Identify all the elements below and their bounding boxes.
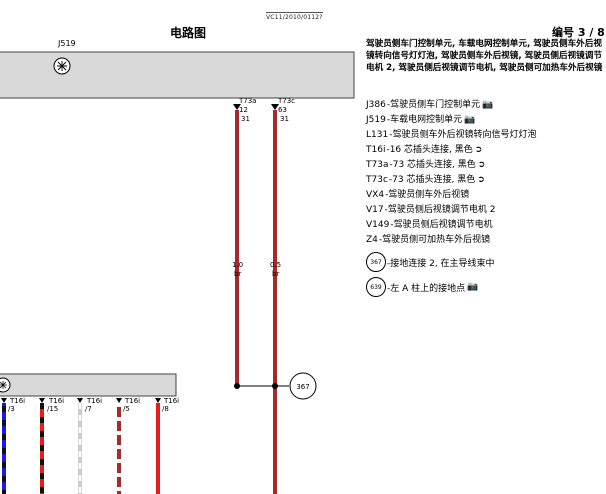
pin-connector-label: T16i	[9, 397, 25, 405]
pin-number: /5	[123, 405, 130, 413]
wire-number: 31	[280, 115, 289, 123]
legend-item: V17-驾驶员侧后视镜调节电机 2	[366, 203, 536, 218]
control-unit-symbol-icon	[57, 61, 67, 71]
connector-icon[interactable]: ➲	[474, 145, 483, 155]
camera-icon[interactable]: 📷	[467, 282, 479, 292]
legend-code: T73c	[366, 175, 388, 185]
connector-pin: 12	[239, 106, 248, 114]
connector-arrow-icon	[77, 398, 83, 403]
legend-item: T73c-73 芯插头连接, 黑色➲	[366, 173, 536, 188]
wire-color-code: br	[272, 270, 279, 278]
legend-code: VX4	[366, 190, 385, 200]
legend-code: L131	[366, 130, 389, 140]
connector-arrow-icon	[116, 398, 122, 403]
connector-arrow-icon	[1, 398, 7, 403]
control-unit-symbol-icon	[0, 381, 7, 389]
connector-arrow-icon	[233, 104, 241, 110]
legend-item: T73a-73 芯插头连接, 黑色➲	[366, 158, 536, 173]
legend-text: -驾驶员侧后视镜调节电机	[390, 220, 493, 230]
legend-code: T16i	[366, 145, 386, 155]
legend-code: V149	[366, 220, 390, 230]
legend-code: J519	[366, 115, 386, 125]
module-label: J519	[57, 39, 76, 48]
legend-text: -驾驶员侧可加热车外后视镜	[378, 235, 491, 245]
legend-item: J386-驾驶员侧车门控制单元📷	[366, 98, 536, 113]
legend-item: Z4-驾驶员侧可加热车外后视镜	[366, 233, 536, 248]
legend-code: T73a	[366, 160, 389, 170]
page-number: 编号 3 / 8	[552, 26, 605, 39]
legend-text: -驾驶员侧后视镜调节电机 2	[384, 205, 496, 215]
connector-label: T73c	[277, 97, 295, 105]
pin-connector-label: T16i	[48, 397, 64, 405]
diagram-description: 驾驶员侧车门控制单元, 车载电网控制单元, 驾驶员侧车外后视镜转向信号灯灯泡, …	[366, 39, 603, 73]
legend-text: -16 芯插头连接, 黑色	[386, 145, 473, 155]
legend-code: V17	[366, 205, 384, 215]
pin-number: /7	[85, 405, 92, 413]
pin-number: /8	[162, 405, 169, 413]
ground-marker-label: 367	[296, 383, 309, 391]
legend-text: -73 芯插头连接, 黑色	[388, 175, 476, 185]
junction-dot	[234, 383, 240, 389]
connector-arrow-icon	[155, 398, 161, 403]
pin-connector-label: T16i	[86, 397, 102, 405]
ground-text: -左 A 柱上的接地点	[387, 283, 466, 294]
wire-size: 0.5	[270, 261, 281, 269]
legend-item: J519-车载电网控制单元📷	[366, 113, 536, 128]
pin-connector-label: T16i	[124, 397, 140, 405]
junction-dot	[272, 383, 278, 389]
legend-text: -驾驶员侧车外后视镜转向信号灯灯泡	[389, 130, 537, 140]
pin-connector-label: T16i	[163, 397, 179, 405]
document-id: VC11/2010/0112?	[266, 12, 323, 21]
pin-number: /15	[47, 405, 58, 413]
legend-item: T16i-16 芯插头连接, 黑色➲	[366, 143, 536, 158]
page-title: 电路图	[170, 26, 207, 40]
legend-text: -73 芯插头连接, 黑色	[389, 160, 476, 170]
wire-color-code: br	[234, 270, 241, 278]
legend-code: J386	[366, 100, 386, 110]
ground-id: 367	[366, 252, 386, 272]
pin-number: /3	[8, 405, 15, 413]
legend-text: -车载电网控制单元	[386, 115, 463, 125]
legend-text: -驾驶员侧车外后视镜	[385, 190, 470, 200]
camera-icon[interactable]: 📷	[464, 115, 476, 125]
legend-item: VX4-驾驶员侧车外后视镜	[366, 188, 536, 203]
connector-icon[interactable]: ➲	[477, 175, 485, 185]
wire-number: 31	[241, 115, 250, 123]
ground-legend-item: 639-左 A 柱上的接地点📷	[366, 276, 536, 298]
connector-icon[interactable]: ➲	[477, 160, 486, 170]
ground-id: 639	[366, 277, 386, 297]
component-legend: J386-驾驶员侧车门控制单元📷 J519-车载电网控制单元📷 L131-驾驶员…	[366, 98, 536, 298]
connector-pin: 63	[278, 106, 287, 114]
connector-arrow-icon	[271, 104, 279, 110]
ground-marker-367[interactable]	[289, 372, 317, 400]
j519-module[interactable]	[0, 51, 355, 99]
wire-size: 1.0	[232, 261, 243, 269]
j386-module[interactable]	[0, 373, 177, 397]
legend-text: -驾驶员侧车门控制单元	[386, 100, 481, 110]
legend-code: Z4	[366, 235, 378, 245]
legend-item: V149-驾驶员侧后视镜调节电机	[366, 218, 536, 233]
camera-icon[interactable]: 📷	[482, 100, 494, 110]
ground-legend-item: 367-接地连接 2, 在主导线束中	[366, 251, 536, 273]
connector-label: T73a	[238, 97, 256, 105]
legend-item: L131-驾驶员侧车外后视镜转向信号灯灯泡	[366, 128, 536, 143]
ground-text: -接地连接 2, 在主导线束中	[387, 258, 495, 269]
connector-arrow-icon	[39, 398, 45, 403]
